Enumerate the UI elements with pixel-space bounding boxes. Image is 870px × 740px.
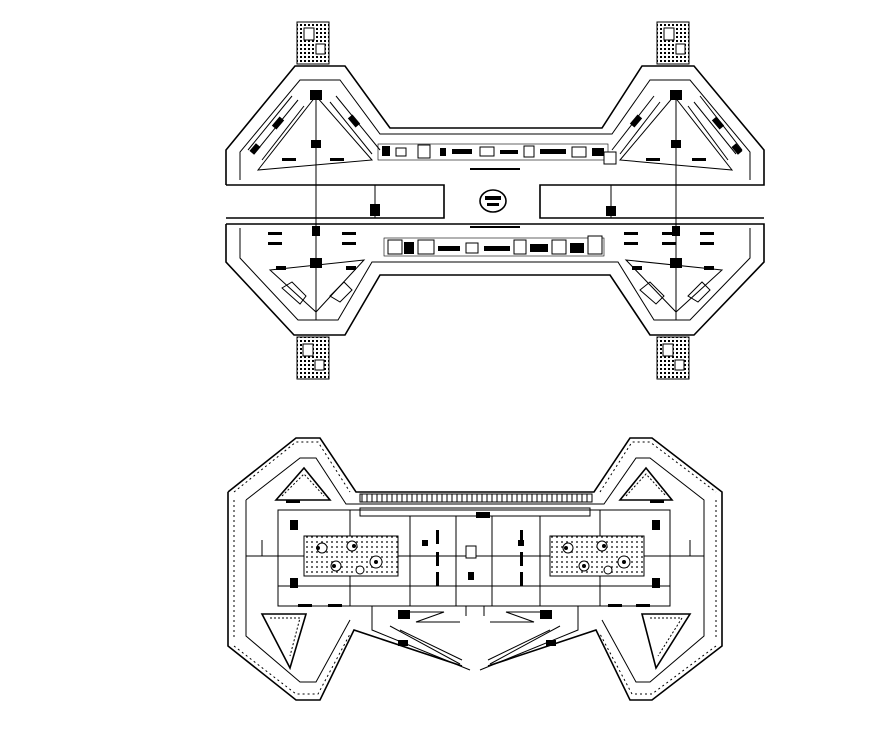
building-footprint (277, 509, 671, 607)
central-emblem (479, 189, 507, 213)
furniture-marks (268, 158, 714, 245)
tower-block-top-left (296, 21, 330, 65)
tower-block-top-right (656, 21, 690, 65)
diagonal-rooms (247, 95, 743, 161)
parking-outline-outer (227, 437, 723, 701)
upper-floor-plan (225, 21, 765, 380)
tower-block-bottom-left (296, 336, 330, 380)
lower-parking-plan (227, 437, 723, 701)
tower-block-bottom-right (656, 336, 690, 380)
tree-clusters (316, 540, 631, 575)
room-band-top (377, 143, 617, 165)
stall-band-top (359, 493, 593, 503)
room-band-bottom (383, 235, 605, 257)
garden-right (549, 535, 645, 577)
upper-wing-outline-bottom (225, 223, 765, 336)
upper-wing-outline-top (225, 65, 765, 219)
dropoff-ramps (371, 606, 579, 671)
structural-markers (261, 500, 691, 607)
